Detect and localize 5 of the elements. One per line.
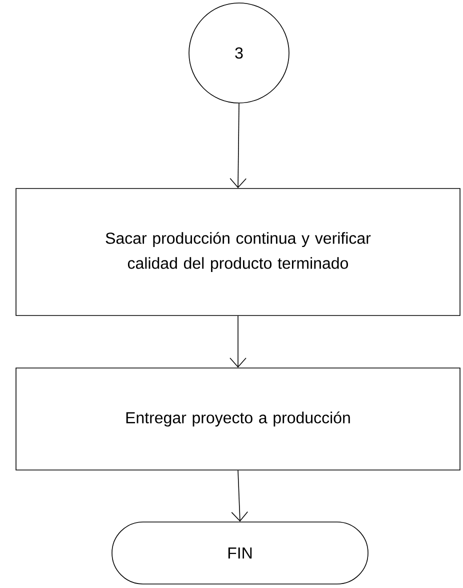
process-box: Sacar producción continua y verificar calidad del producto terminado bbox=[16, 188, 460, 316]
arrow bbox=[231, 470, 248, 522]
process-box: Entregar proyecto a producción bbox=[16, 368, 460, 470]
arrow bbox=[230, 316, 246, 368]
arrow bbox=[230, 103, 247, 188]
